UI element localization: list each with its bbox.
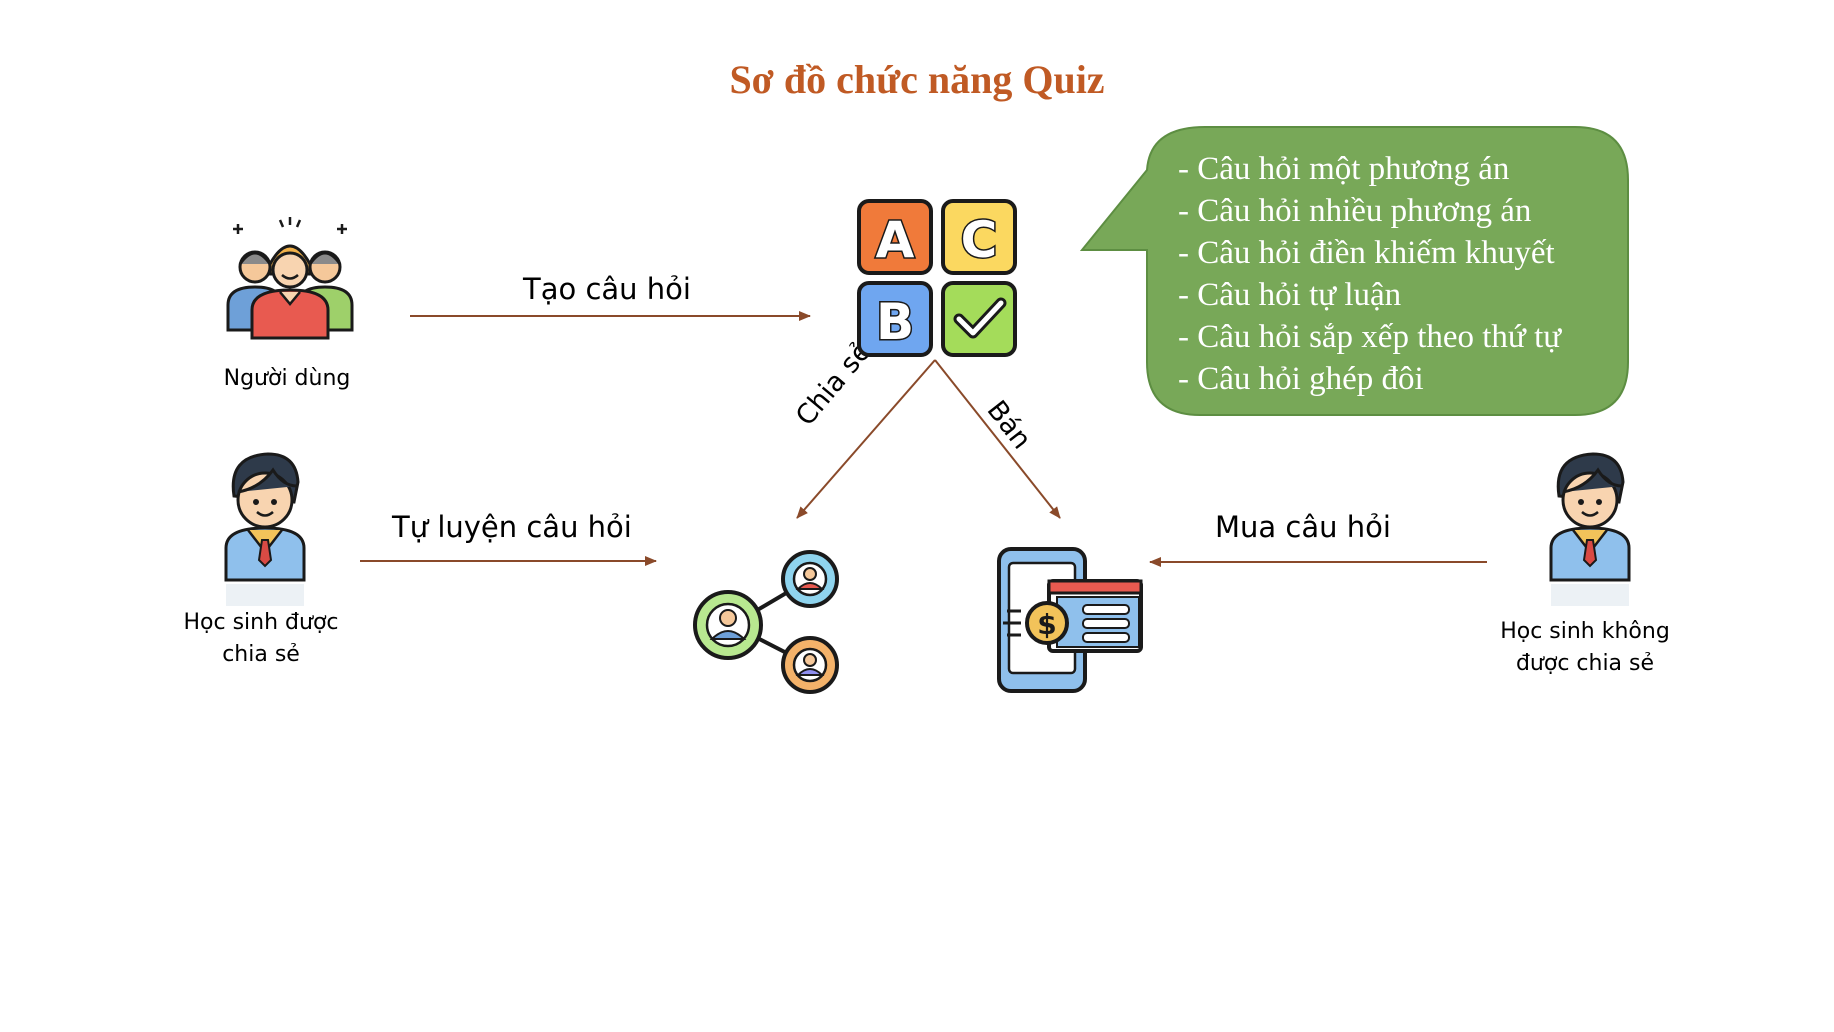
sell-arrow xyxy=(934,359,1061,519)
tile-b-letter: B xyxy=(876,293,914,351)
share-arrow xyxy=(796,359,936,519)
practice-label: Tự luyện câu hỏi xyxy=(392,510,632,544)
quiz-abc-icon: A C B xyxy=(857,199,1017,357)
question-types-list: - Câu hỏi một phương án - Câu hỏi nhiều … xyxy=(1178,148,1561,400)
create-label: Tạo câu hỏi xyxy=(523,272,691,306)
list-item: - Câu hỏi một phương án xyxy=(1178,151,1510,187)
shared-student-label: Học sinh được chia sẻ xyxy=(183,610,339,667)
list-item: - Câu hỏi ghép đôi xyxy=(1178,361,1424,397)
user-label: Người dùng xyxy=(223,366,351,391)
unshared-student-label: Học sinh không được chia sẻ xyxy=(1500,619,1670,676)
buy-label: Mua câu hỏi xyxy=(1215,510,1391,544)
list-item: - Câu hỏi tự luận xyxy=(1178,277,1402,313)
share-network-icon xyxy=(693,550,839,694)
svg-text:$: $ xyxy=(1037,608,1056,641)
list-item: - Câu hỏi nhiều phương án xyxy=(1178,193,1532,229)
tile-c-letter: C xyxy=(961,211,998,269)
speech-bubble xyxy=(1079,126,1629,416)
mobile-payment-icon: $ xyxy=(997,547,1143,693)
tile-a-letter: A xyxy=(876,211,915,269)
list-item: - Câu hỏi sắp xếp theo thứ tự xyxy=(1178,319,1562,355)
student-icon xyxy=(224,452,306,606)
student-icon xyxy=(1549,452,1631,606)
user-group-icon xyxy=(226,217,354,340)
page-title: Sơ đồ chức năng Quiz xyxy=(729,57,1105,102)
list-item: - Câu hỏi điền khiếm khuyết xyxy=(1178,235,1555,271)
